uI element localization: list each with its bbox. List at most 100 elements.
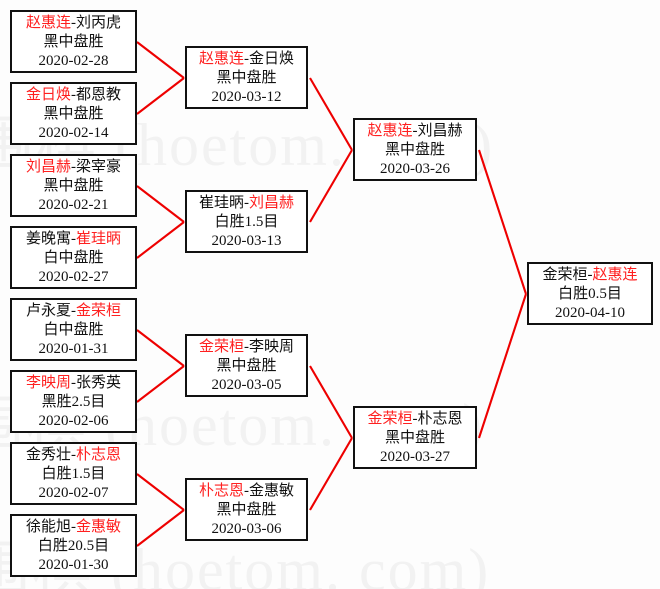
match-players: 金荣桓-朴志恩 <box>355 410 475 429</box>
player-right: 李映周 <box>249 339 295 355</box>
match-date: 2020-01-31 <box>38 341 109 357</box>
player-separator: - <box>71 87 76 103</box>
player-right: 刘丙虎 <box>76 15 122 31</box>
player-left: 刘昌赫 <box>25 159 71 175</box>
match-box[interactable]: 卢永夏-金荣桓 白中盘胜 2020-01-31 <box>10 298 137 361</box>
player-right: 梁宰豪 <box>76 159 122 175</box>
player-right: 刘昌赫 <box>249 195 295 211</box>
match-result: 黑中盘胜 <box>216 70 277 86</box>
match-date: 2020-03-26 <box>380 161 450 177</box>
match-date: 2020-03-27 <box>380 449 450 465</box>
player-separator: - <box>412 411 418 427</box>
player-left: 卢永夏 <box>25 303 71 319</box>
connector-line <box>309 365 353 439</box>
match-players: 朴志恩-金惠敏 <box>187 482 306 501</box>
match-result: 黑中盘胜 <box>216 358 277 374</box>
match-box[interactable]: 刘昌赫-梁宰豪 黑中盘胜 2020-02-21 <box>10 154 137 217</box>
player-right: 朴志恩 <box>417 411 463 427</box>
match-result: 黑中盘胜 <box>43 106 104 122</box>
player-left: 赵惠连 <box>198 51 244 67</box>
match-date: 2020-02-07 <box>38 485 109 501</box>
match-box[interactable]: 崔珪昞-刘昌赫 白胜1.5目 2020-03-13 <box>185 190 308 253</box>
player-separator: - <box>71 15 76 31</box>
player-left: 姜晚寓 <box>25 231 71 247</box>
player-right: 金惠敏 <box>76 519 122 535</box>
match-date: 2020-03-05 <box>211 377 282 393</box>
match-box[interactable]: 朴志恩-金惠敏 黑中盘胜 2020-03-06 <box>185 478 308 541</box>
match-players: 赵惠连-金日焕 <box>187 50 306 69</box>
player-left: 李映周 <box>25 375 71 391</box>
match-players: 卢永夏-金荣桓 <box>12 302 135 321</box>
connector-line <box>309 437 353 511</box>
player-right: 朴志恩 <box>76 447 122 463</box>
connector-line <box>136 41 185 79</box>
match-players: 金荣桓-赵惠连 <box>529 266 651 285</box>
match-result: 白胜0.5目 <box>558 286 622 302</box>
connector-line <box>136 509 185 547</box>
match-result: 黑中盘胜 <box>216 502 277 518</box>
match-result: 黑中盘胜 <box>384 142 445 158</box>
match-players: 李映周-张秀英 <box>12 374 135 393</box>
match-date: 2020-02-14 <box>38 125 109 141</box>
match-box[interactable]: 李映周-张秀英 黑胜2.5目 2020-02-06 <box>10 370 137 433</box>
match-result: 白中盘胜 <box>43 250 104 266</box>
player-separator: - <box>71 519 76 535</box>
match-date: 2020-03-06 <box>211 521 282 537</box>
match-players: 赵惠连-刘昌赫 <box>355 122 475 141</box>
player-left: 朴志恩 <box>198 483 244 499</box>
player-left: 赵惠连 <box>25 15 71 31</box>
connector-line <box>478 149 527 295</box>
player-left: 金日焕 <box>25 87 71 103</box>
player-right: 赵惠连 <box>592 267 638 283</box>
connector-line <box>136 473 185 511</box>
match-date: 2020-02-27 <box>38 269 109 285</box>
player-separator: - <box>412 123 418 139</box>
match-box[interactable]: 赵惠连-刘丙虎 黑中盘胜 2020-02-28 <box>10 10 137 73</box>
player-left: 金荣桓 <box>367 411 413 427</box>
match-players: 徐能旭-金惠敏 <box>12 518 135 537</box>
match-result: 白胜1.5目 <box>41 466 106 482</box>
match-result: 白中盘胜 <box>43 322 104 338</box>
player-right: 金日焕 <box>249 51 295 67</box>
connector-line <box>309 77 353 151</box>
match-players: 金荣桓-李映周 <box>187 338 306 357</box>
match-box[interactable]: 徐能旭-金惠敏 白胜20.5目 2020-01-30 <box>10 514 137 577</box>
match-date: 2020-02-21 <box>38 197 109 213</box>
match-box[interactable]: 金秀壮-朴志恩 白胜1.5目 2020-02-07 <box>10 442 137 505</box>
player-right: 刘昌赫 <box>417 123 463 139</box>
player-separator: - <box>244 339 249 355</box>
connector-line <box>136 365 185 403</box>
player-separator: - <box>587 267 593 283</box>
match-players: 金日焕-都恩教 <box>12 86 135 105</box>
match-box[interactable]: 赵惠连-金日焕 黑中盘胜 2020-03-12 <box>185 46 308 109</box>
match-players: 姜晚寓-崔珪昞 <box>12 230 135 249</box>
player-left: 徐能旭 <box>25 519 71 535</box>
match-date: 2020-04-10 <box>555 305 625 321</box>
player-left: 崔珪昞 <box>198 195 244 211</box>
match-players: 刘昌赫-梁宰豪 <box>12 158 135 177</box>
match-date: 2020-03-13 <box>211 233 282 249</box>
match-players: 金秀壮-朴志恩 <box>12 446 135 465</box>
match-box[interactable]: 姜晚寓-崔珪昞 白中盘胜 2020-02-27 <box>10 226 137 289</box>
player-separator: - <box>71 231 76 247</box>
player-right: 张秀英 <box>76 375 122 391</box>
match-box[interactable]: 金荣桓-赵惠连 白胜0.5目 2020-04-10 <box>527 262 653 325</box>
match-box[interactable]: 金荣桓-朴志恩 黑中盘胜 2020-03-27 <box>353 406 477 469</box>
match-result: 黑中盘胜 <box>43 34 104 50</box>
match-box[interactable]: 金荣桓-李映周 黑中盘胜 2020-03-05 <box>185 334 308 397</box>
connector-line <box>136 329 185 367</box>
player-left: 赵惠连 <box>367 123 413 139</box>
player-right: 金荣桓 <box>76 303 122 319</box>
match-box[interactable]: 金日焕-都恩教 黑中盘胜 2020-02-14 <box>10 82 137 145</box>
match-players: 赵惠连-刘丙虎 <box>12 14 135 33</box>
player-separator: - <box>71 447 76 463</box>
player-separator: - <box>244 195 249 211</box>
match-players: 崔珪昞-刘昌赫 <box>187 194 306 213</box>
match-box[interactable]: 赵惠连-刘昌赫 黑中盘胜 2020-03-26 <box>353 118 477 181</box>
connector-line <box>478 293 527 439</box>
player-right: 崔珪昞 <box>76 231 122 247</box>
connector-line <box>136 221 185 259</box>
match-date: 2020-01-30 <box>38 557 109 573</box>
player-separator: - <box>244 51 249 67</box>
